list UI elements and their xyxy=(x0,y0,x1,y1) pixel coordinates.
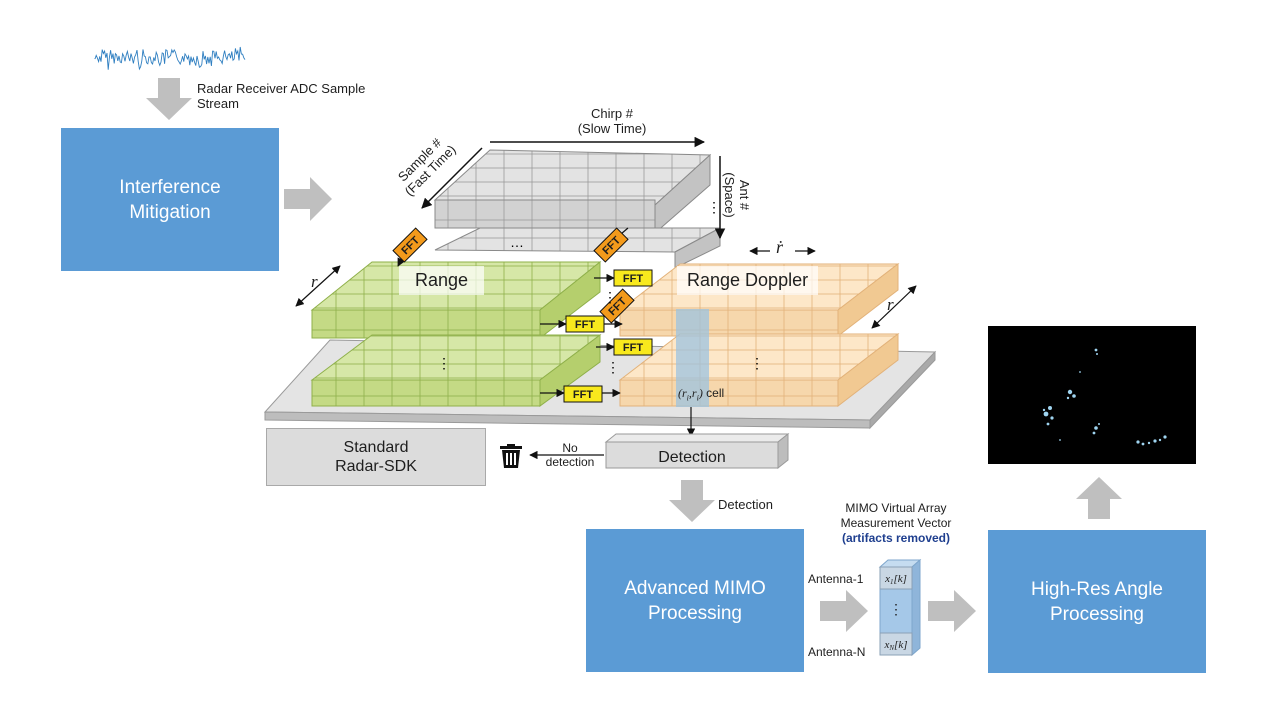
raw-cube-vdots: ⋮ xyxy=(707,199,721,215)
chirp-axis-label: Chirp # (Slow Time) xyxy=(577,106,647,136)
advanced-mimo-block: Advanced MIMO Processing xyxy=(586,529,804,672)
antenna-n-label: Antenna-N xyxy=(808,645,866,659)
mimo-to-vector-arrow xyxy=(820,590,868,632)
trash-icon xyxy=(500,444,522,468)
raw-data-cube xyxy=(433,149,721,269)
antenna-1-label: Antenna-1 xyxy=(808,572,864,586)
angle-up-arrow xyxy=(1076,477,1122,519)
noise-waveform-icon xyxy=(94,46,246,71)
interference-mitigation-block: Interference Mitigation xyxy=(61,128,279,271)
svg-text:xN[k]: xN[k] xyxy=(883,639,907,652)
fft-block: FFT xyxy=(392,227,428,263)
mimo-vector-title: MIMO Virtual Array Measurement Vector (a… xyxy=(840,501,952,545)
detection-down-arrow xyxy=(669,480,715,522)
cell-label: (ri,ri) cell xyxy=(678,386,725,403)
svg-text:x1[k]: x1[k] xyxy=(884,573,907,586)
svg-text:FFT: FFT xyxy=(623,273,643,285)
adc-down-arrow xyxy=(146,78,192,120)
range-label: Range xyxy=(399,266,485,295)
fft-block: FFT xyxy=(565,315,605,333)
mimo-vector-column: x1[k] xN[k] ⋮ xyxy=(878,558,922,657)
svg-text:Detection: Detection xyxy=(658,449,726,466)
mitigation-right-arrow xyxy=(284,177,332,221)
standard-radar-sdk-block: Standard Radar-SDK xyxy=(266,428,486,486)
range-cube xyxy=(310,260,602,407)
vector-to-angle-arrow xyxy=(928,590,976,632)
sample-axis-arrow xyxy=(421,147,483,209)
doppler-r-arrow xyxy=(871,285,917,329)
cell-highlight-column xyxy=(676,309,709,407)
ant-axis-label: Ant # (Space) xyxy=(721,172,752,218)
range-doppler-label: Range Doppler xyxy=(677,266,819,295)
high-res-angle-block: High-Res Angle Processing xyxy=(988,530,1206,673)
center-vdots: ⋮ xyxy=(603,289,617,305)
doppler-r-symbol: r xyxy=(887,295,894,314)
range-r-arrow xyxy=(295,265,341,307)
detection-box: Detection xyxy=(604,432,790,470)
point-cloud-image xyxy=(988,326,1196,464)
svg-text:⋮: ⋮ xyxy=(889,601,903,617)
rdot-symbol: ṙ xyxy=(776,237,784,257)
raw-cube-hdots: … xyxy=(510,234,524,250)
range-vdots: ⋮ xyxy=(437,355,451,371)
svg-text:FFT: FFT xyxy=(623,342,643,354)
center-vdots-2: ⋮ xyxy=(606,359,620,375)
adc-stream-label: Radar Receiver ADC Sample Stream xyxy=(197,81,366,111)
svg-text:FFT: FFT xyxy=(575,319,595,331)
no-detection-label: No detection xyxy=(545,441,595,469)
fft-block: FFT xyxy=(563,385,603,403)
noise-waveform-trace xyxy=(94,46,246,71)
doppler-vdots: ⋮ xyxy=(750,355,764,371)
detection-arrow-label: Detection xyxy=(718,497,773,512)
range-r-symbol: r xyxy=(311,272,318,291)
svg-text:FFT: FFT xyxy=(573,389,593,401)
range-doppler-cube xyxy=(618,262,900,408)
fft-block: FFT xyxy=(613,338,653,356)
fft-block: FFT xyxy=(613,269,653,287)
